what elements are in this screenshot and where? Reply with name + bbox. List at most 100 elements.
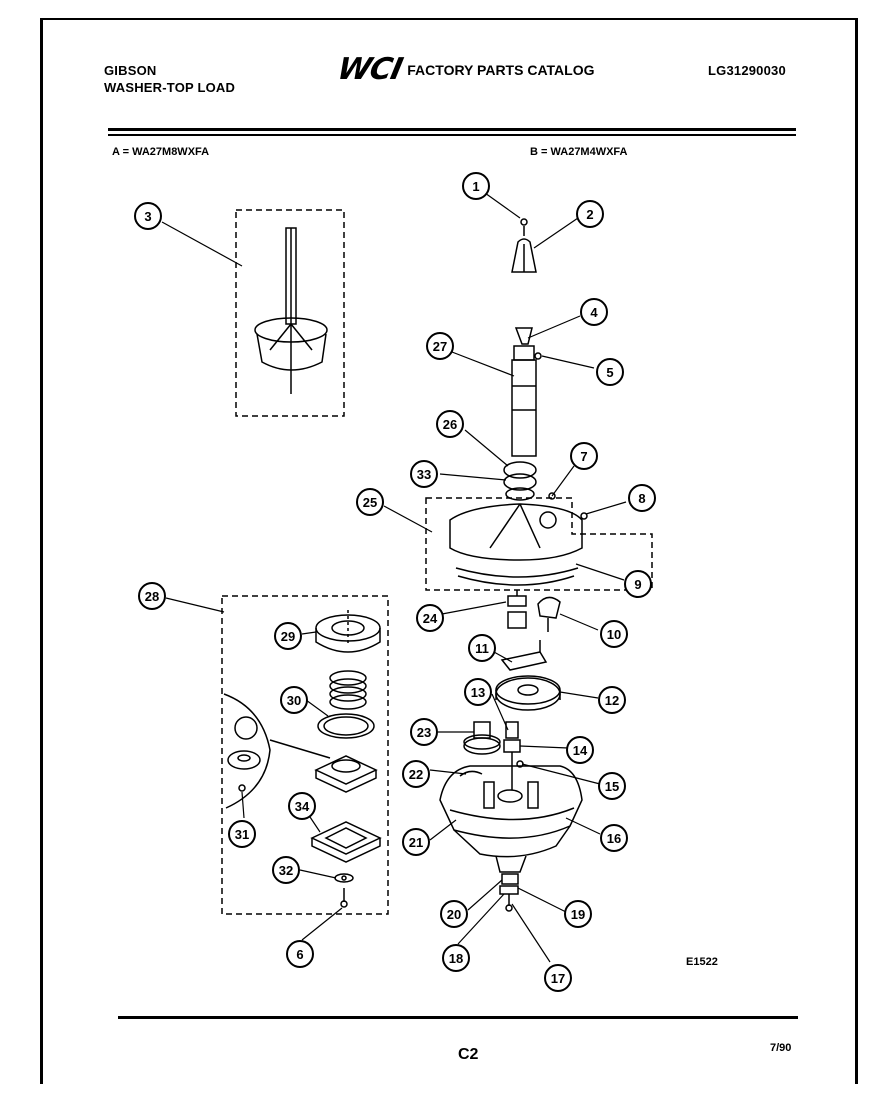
callout-circle — [600, 620, 628, 648]
callout-label: 19 — [571, 907, 585, 922]
callout-circle — [576, 200, 604, 228]
callout-16: 16 — [600, 824, 628, 852]
callout-label: 24 — [423, 611, 438, 626]
callout-circle — [274, 622, 302, 650]
callout-label: 30 — [287, 693, 301, 708]
callout-6: 6 — [286, 940, 314, 968]
revision-date: 7/90 — [770, 1042, 792, 1054]
callout-label: 27 — [433, 339, 447, 354]
part-31-detail-view — [223, 693, 331, 809]
callout-label: 12 — [605, 693, 619, 708]
callout-25: 25 — [356, 488, 384, 516]
callout-circle — [624, 570, 652, 598]
callout-label: 33 — [417, 467, 431, 482]
part-29-seal-ring — [315, 610, 381, 653]
callout-circle — [288, 792, 316, 820]
callout-circle — [436, 410, 464, 438]
callout-circle — [426, 332, 454, 360]
callout-circle — [566, 736, 594, 764]
callout-circle — [402, 760, 430, 788]
callout-label: 1 — [472, 179, 479, 194]
callout-21: 21 — [402, 828, 430, 856]
header-rule — [108, 128, 796, 131]
part-22-clip — [459, 770, 483, 777]
callout-circle — [462, 172, 490, 200]
group-box-25 — [425, 497, 653, 591]
callout-19: 19 — [564, 900, 592, 928]
model-b-label: B = WA27M4WXFA — [530, 146, 628, 158]
catalog-heading: WCI FACTORY PARTS CATALOG — [334, 52, 594, 87]
group-box-28 — [221, 595, 389, 915]
callout-28: 28 — [138, 582, 166, 610]
callout-label: 26 — [443, 417, 457, 432]
model-a-label: A = WA27M8WXFA — [112, 146, 210, 158]
callout-circle — [356, 488, 384, 516]
callout-2: 2 — [576, 200, 604, 228]
callout-circle — [402, 828, 430, 856]
callout-circle — [628, 484, 656, 512]
callout-label: 21 — [409, 835, 423, 850]
callout-label: 15 — [605, 779, 619, 794]
part-1-2-cap — [511, 218, 537, 273]
callout-circle — [410, 460, 438, 488]
callout-label: 8 — [638, 491, 645, 506]
product-type: WASHER-TOP LOAD — [104, 80, 236, 95]
callout-22: 22 — [402, 760, 430, 788]
part-seal-block — [314, 755, 378, 793]
callout-17: 17 — [544, 964, 572, 992]
part-27-shaft — [503, 327, 542, 501]
callout-13: 13 — [464, 678, 492, 706]
callout-14: 14 — [566, 736, 594, 764]
callout-4: 4 — [580, 298, 608, 326]
callout-circle — [410, 718, 438, 746]
callout-34: 34 — [288, 792, 316, 820]
callout-circle — [138, 582, 166, 610]
callout-circle — [598, 686, 626, 714]
callout-circle — [570, 442, 598, 470]
callout-label: 22 — [409, 767, 423, 782]
part-30-spring — [317, 670, 375, 739]
callout-label: 23 — [417, 725, 431, 740]
callout-label: 2 — [586, 207, 593, 222]
callout-7: 7 — [570, 442, 598, 470]
callout-label: 34 — [295, 799, 310, 814]
brand-name: GIBSON — [104, 63, 157, 78]
part-25-housing — [449, 492, 588, 586]
page-frame — [40, 18, 858, 1084]
part-10-cam — [537, 596, 561, 632]
callout-10: 10 — [600, 620, 628, 648]
callout-label: 29 — [281, 629, 295, 644]
callout-label: 14 — [573, 743, 588, 758]
callout-24: 24 — [416, 604, 444, 632]
callout-8: 8 — [628, 484, 656, 512]
callout-label: 3 — [144, 209, 151, 224]
part-3-shaft-assembly — [254, 227, 328, 394]
callout-circle — [228, 820, 256, 848]
callout-label: 11 — [475, 641, 489, 656]
callout-circle — [272, 856, 300, 884]
callout-circle — [442, 944, 470, 972]
callout-label: 9 — [634, 577, 641, 592]
callout-circle — [598, 772, 626, 800]
footer-rule — [118, 1016, 798, 1019]
callout-15: 15 — [598, 772, 626, 800]
callout-label: 32 — [279, 863, 293, 878]
callout-3: 3 — [134, 202, 162, 230]
callout-5: 5 — [596, 358, 624, 386]
callout-label: 10 — [607, 627, 621, 642]
header-rule-thin — [108, 134, 796, 136]
part-17-20-bottom-hardware — [499, 873, 519, 912]
callout-label: 4 — [590, 305, 598, 320]
callout-label: 18 — [449, 951, 463, 966]
callout-label: 13 — [471, 685, 485, 700]
callout-23: 23 — [410, 718, 438, 746]
part-23-gear — [463, 721, 501, 755]
callout-circle — [134, 202, 162, 230]
callout-circle — [580, 298, 608, 326]
callout-11: 11 — [468, 634, 496, 662]
catalog-part-number: LG31290030 — [708, 63, 786, 78]
callout-circle — [600, 824, 628, 852]
callout-circle — [564, 900, 592, 928]
